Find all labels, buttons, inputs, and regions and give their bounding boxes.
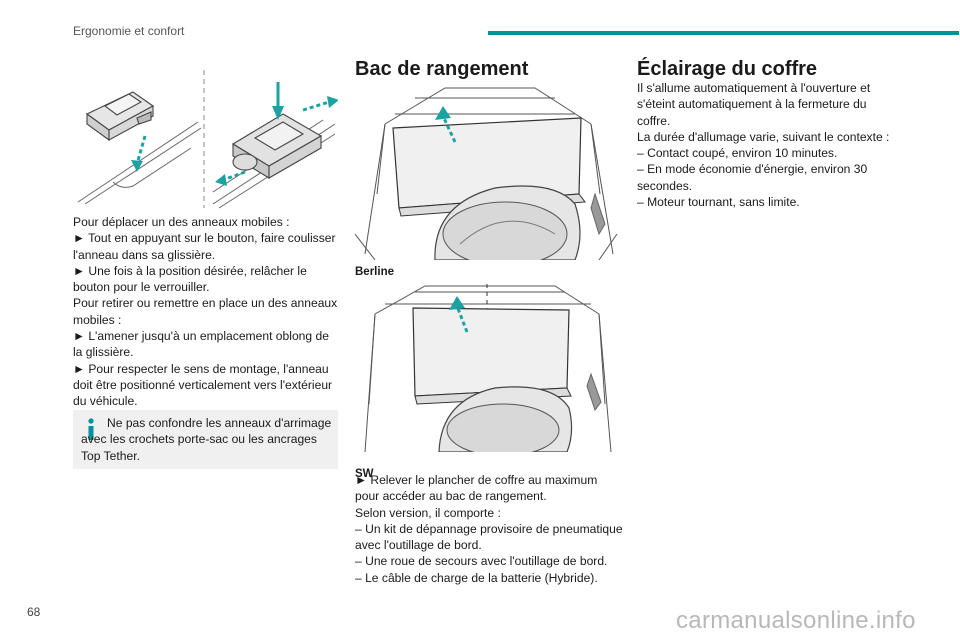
paragraph: ► L'amener jusqu'à un emplacement oblong… (73, 329, 329, 360)
section-header: Ergonomie et confort (73, 24, 185, 38)
caption-berline: Berline (355, 266, 394, 278)
info-icon (88, 418, 94, 440)
tie-down-ring-illustration (77, 70, 338, 209)
paragraph: ► Pour respecter le sens de montage, l'a… (73, 361, 333, 409)
paragraph: – Moteur tournant, sans limite. (637, 195, 800, 210)
paragraph: – Le câble de charge de la batterie (Hyb… (355, 570, 598, 585)
trunk-berline-illustration (355, 87, 618, 260)
paragraph: La durée d'allumage varie, suivant le co… (637, 129, 890, 144)
paragraph: – Contact coupé, environ 10 minutes. (637, 146, 838, 161)
trunk-lighting-text: Il s'allume automatiquement à l'ouvertur… (637, 80, 899, 210)
storage-title: Bac de rangement (355, 58, 529, 80)
watermark: carmanualsonline.info (676, 607, 916, 634)
paragraph: Selon version, il comporte : (355, 505, 501, 520)
paragraph: ► Relever le plancher de coffre au maxim… (355, 473, 598, 504)
page-number: 68 (27, 605, 41, 619)
paragraph: – Une roue de secours avec l'outillage d… (355, 554, 608, 569)
paragraph: – Un kit de dépannage provisoire de pneu… (355, 521, 623, 553)
info-note: Ne pas confondre les anneaux d'arrimage … (73, 410, 338, 469)
storage-instructions: ► Relever le plancher de coffre au maxim… (355, 472, 623, 586)
ring-instructions: Pour déplacer un des anneaux mobiles : ►… (73, 214, 341, 410)
header-accent-bar (488, 31, 959, 35)
paragraph: Pour déplacer un des anneaux mobiles : (73, 215, 290, 229)
caption-sw: SW (355, 468, 374, 480)
paragraph: Pour retirer ou remettre en place un des… (73, 296, 338, 327)
note-text: Ne pas confondre les anneaux d'arrimage … (81, 416, 332, 463)
paragraph: Il s'allume automatiquement à l'ouvertur… (637, 81, 871, 128)
paragraph: – En mode économie d'énergie, environ 30… (637, 162, 868, 193)
paragraph: ► Tout en appuyant sur le bouton, faire … (73, 231, 336, 262)
trunk-lighting-title: Éclairage du coffre (637, 58, 818, 80)
paragraph: ► Une fois à la position désirée, relâch… (73, 263, 307, 295)
trunk-sw-illustration (364, 284, 612, 452)
